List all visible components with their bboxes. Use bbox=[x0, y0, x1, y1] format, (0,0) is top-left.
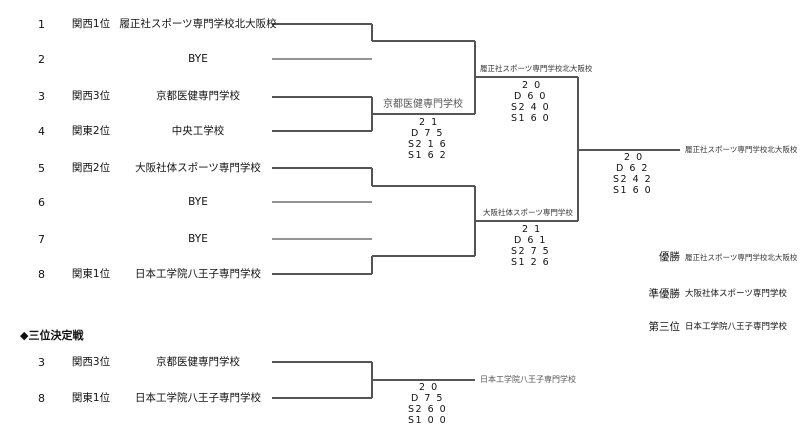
result-team: 履正社スポーツ専門学校北大阪校 bbox=[685, 253, 798, 262]
score-singles2: S2 1 6 bbox=[408, 139, 448, 150]
score-sets: 2 1 bbox=[419, 117, 439, 128]
region-rank: 関東1位 bbox=[71, 392, 111, 404]
seed-number: 5 bbox=[38, 162, 45, 175]
score-singles1: S1 6 0 bbox=[613, 185, 653, 196]
score-sets: 2 0 bbox=[522, 80, 542, 91]
match-winner: 履正社スポーツ専門学校北大阪校 bbox=[480, 64, 593, 73]
score-doubles: D 6 1 bbox=[514, 235, 547, 246]
score-doubles: D 7 5 bbox=[411, 128, 444, 139]
seed-number: 3 bbox=[38, 90, 45, 103]
score-doubles: D 6 0 bbox=[514, 91, 547, 102]
seed-number: 3 bbox=[38, 356, 45, 369]
region-rank: 関西1位 bbox=[71, 18, 111, 30]
seed-number: 8 bbox=[38, 268, 45, 281]
result-team: 日本工学院八王子専門学校 bbox=[685, 322, 788, 332]
score-singles2: S2 4 2 bbox=[613, 174, 653, 185]
section-heading: ◆三位決定戦 bbox=[20, 329, 84, 342]
region-rank: 関西3位 bbox=[71, 90, 111, 102]
team-name: 日本工学院八王子専門学校 bbox=[135, 392, 261, 404]
score-sets: 2 1 bbox=[522, 224, 542, 235]
team-name: 大阪社体スポーツ専門学校 bbox=[135, 162, 261, 174]
result-label: 第三位 bbox=[648, 321, 681, 333]
region-rank: 関東1位 bbox=[71, 268, 111, 280]
seed-number: 6 bbox=[38, 196, 45, 209]
score-singles1: S1 6 2 bbox=[408, 150, 448, 161]
result-label: 優勝 bbox=[659, 251, 680, 263]
team-name: BYE bbox=[188, 196, 208, 208]
seed-number: 2 bbox=[38, 53, 45, 66]
score-singles1: S1 0 0 bbox=[408, 415, 448, 426]
score-sets: 2 0 bbox=[419, 382, 439, 393]
team-name: 日本工学院八王子専門学校 bbox=[135, 268, 261, 280]
team-name: 履正社スポーツ専門学校北大阪校 bbox=[119, 18, 277, 30]
score-sets: 2 0 bbox=[624, 152, 644, 163]
team-name: BYE bbox=[188, 53, 208, 65]
region-rank: 関東2位 bbox=[71, 125, 111, 137]
result-team: 大阪社体スポーツ専門学校 bbox=[685, 289, 787, 299]
champion-name: 履正社スポーツ専門学校北大阪校 bbox=[685, 145, 798, 154]
seed-number: 1 bbox=[38, 18, 45, 31]
score-doubles: D 7 5 bbox=[411, 393, 444, 404]
result-label: 準優勝 bbox=[648, 288, 681, 300]
score-singles2: S2 7 5 bbox=[511, 246, 551, 257]
seed-number: 8 bbox=[38, 392, 45, 405]
score-singles2: S2 4 0 bbox=[511, 102, 551, 113]
team-name: 中央工学校 bbox=[171, 125, 225, 137]
score-doubles: D 6 2 bbox=[616, 163, 649, 174]
region-rank: 関西2位 bbox=[71, 162, 111, 174]
score-singles1: S1 6 0 bbox=[511, 113, 551, 124]
seed-number: 4 bbox=[38, 125, 45, 138]
score-singles1: S1 2 6 bbox=[511, 257, 551, 268]
match-winner: 大阪社体スポーツ専門学校 bbox=[483, 208, 573, 217]
seed-number: 7 bbox=[38, 233, 45, 246]
team-name: 京都医健専門学校 bbox=[156, 356, 240, 368]
team-name: BYE bbox=[188, 233, 208, 245]
match-winner: 京都医健専門学校 bbox=[383, 99, 463, 110]
region-rank: 関西3位 bbox=[71, 356, 111, 368]
score-singles2: S2 6 0 bbox=[408, 404, 448, 415]
match-winner: 日本工学院八王子専門学校 bbox=[480, 375, 576, 384]
team-name: 京都医健専門学校 bbox=[156, 90, 240, 102]
